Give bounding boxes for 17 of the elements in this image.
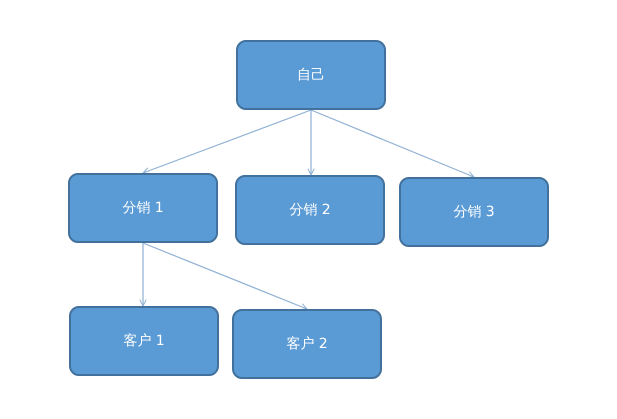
arrow [139,243,147,306]
arrow [142,242,308,310]
box-label: 自己 [297,66,325,84]
process-box [69,306,219,376]
arrow [307,110,315,176]
process-box [399,177,549,247]
box-label: 客户 1 [123,332,165,350]
arrow [310,109,474,178]
box-label: 分销 1 [122,199,164,217]
arrow [142,109,312,174]
box-label: 客户 2 [286,335,328,353]
box-label: 分销 3 [453,203,495,221]
process-box [235,175,385,245]
process-box [232,309,382,379]
process-box [236,40,386,110]
box-label: 分销 2 [289,201,331,219]
process-box [68,173,218,243]
